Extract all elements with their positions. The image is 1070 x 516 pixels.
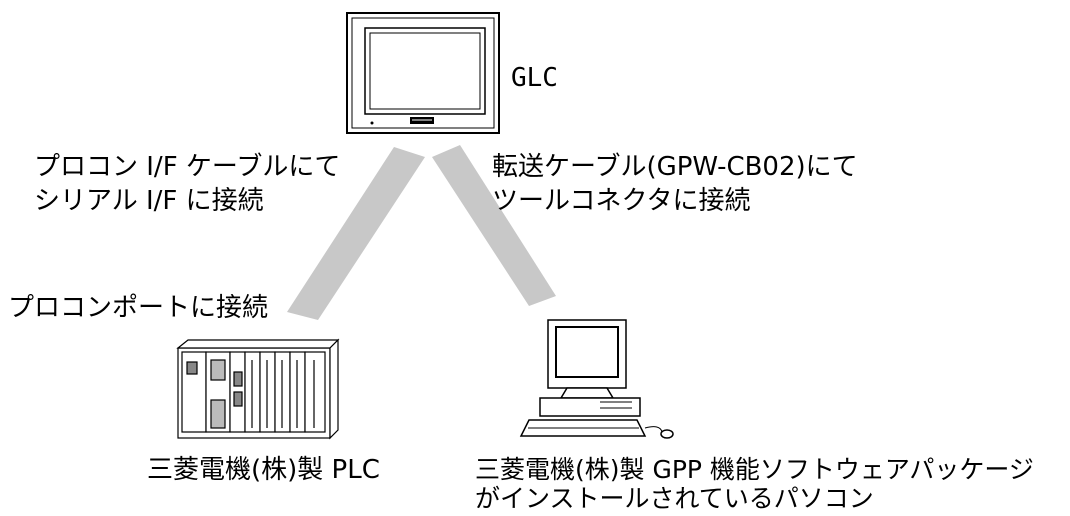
pc-caption-line2: がインストールされているパソコン <box>475 484 874 513</box>
plc-icon <box>176 338 340 440</box>
transfer-cable <box>432 145 556 306</box>
right-cable-note-line1: 転送ケーブル(GPW-CB02)にて <box>492 152 858 182</box>
plc-port-note: プロコンポートに接続 <box>8 293 269 323</box>
plc-cable <box>287 147 425 320</box>
glc-panel-icon <box>346 12 500 134</box>
left-cable-note-line2: シリアル I/F に接続 <box>34 186 264 216</box>
glc-label: GLC <box>511 63 558 93</box>
pc-caption-line1: 三菱電機(株)製 GPP 機能ソフトウェアパッケージ <box>475 455 1034 484</box>
pc-icon <box>519 319 674 439</box>
left-cable-note-line1: プロコン I/F ケーブルにて <box>34 152 341 182</box>
right-cable-note-line2: ツールコネクタに接続 <box>492 186 751 216</box>
plc-caption: 三菱電機(株)製 PLC <box>147 455 380 485</box>
